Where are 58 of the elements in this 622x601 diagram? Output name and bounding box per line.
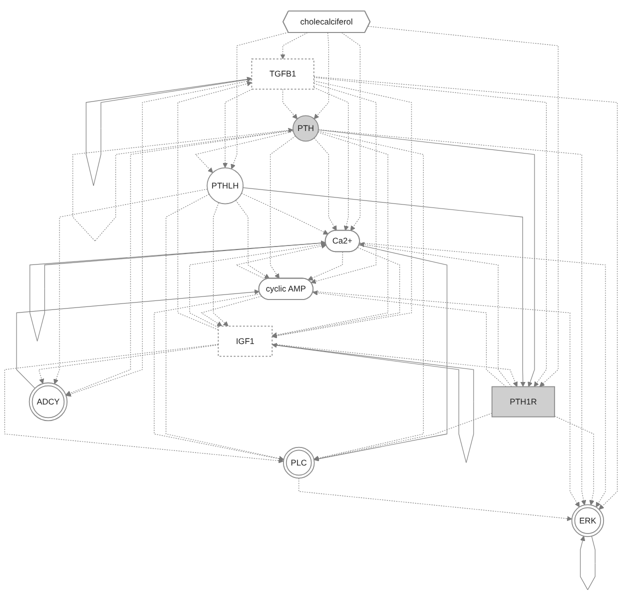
arrow: [189, 242, 326, 328]
arrow: [310, 83, 376, 284]
arrow: [66, 80, 252, 397]
arrow: [314, 32, 329, 120]
arrow: [314, 87, 349, 231]
arrow: [359, 242, 512, 387]
node-double-circle: ADCY: [28, 382, 68, 422]
arrow: [242, 187, 526, 387]
arrow: [222, 88, 252, 168]
arrow: [230, 32, 289, 170]
arrow: [580, 536, 596, 590]
arrow: [312, 290, 506, 387]
arrow: [282, 88, 298, 120]
node-circle: PTHLH: [206, 167, 244, 204]
arrow: [341, 32, 360, 231]
arrow: [318, 130, 535, 387]
arrow: [554, 416, 594, 506]
node-box: IGF1: [218, 326, 273, 357]
arrow: [308, 252, 343, 280]
arrow: [280, 32, 308, 60]
arrow: [235, 243, 326, 280]
arrow: [368, 26, 558, 387]
arrow: [66, 130, 294, 396]
arrow: [312, 291, 580, 508]
arrow: [314, 138, 337, 231]
arrow: [54, 188, 208, 384]
arrow: [166, 194, 284, 461]
node-hexagon: cholecalciferol: [282, 10, 370, 33]
arrow: [314, 130, 424, 461]
arrow: [241, 192, 328, 235]
arrow: [314, 76, 618, 510]
node-double-circle: ERK: [571, 504, 604, 537]
arrow: [195, 131, 294, 173]
arrow: [314, 77, 547, 387]
arrow: [72, 128, 294, 242]
arrow: [16, 289, 260, 389]
arrow: [200, 296, 262, 326]
arrow: [86, 76, 252, 186]
node-circle: PTH: [292, 115, 319, 142]
arrow: [213, 202, 228, 326]
arrow: [154, 294, 284, 462]
arrow: [272, 80, 412, 338]
arrow: [38, 344, 219, 384]
arrow: [178, 81, 252, 330]
arrow: [298, 478, 572, 522]
node-box: PTH1R: [492, 386, 556, 418]
node-ellipse: Ca2+: [324, 230, 360, 252]
arrow: [318, 129, 586, 506]
arrow: [272, 132, 388, 338]
node-ellipse: cyclic AMP: [258, 278, 314, 300]
arrow: [4, 344, 284, 464]
node-double-circle: PLC: [282, 446, 315, 479]
arrow: [272, 342, 474, 463]
arrow: [359, 242, 606, 508]
arrow: [30, 240, 326, 342]
arrow: [235, 200, 270, 279]
arrow: [270, 136, 296, 279]
node-box: TGFB1: [251, 58, 314, 90]
